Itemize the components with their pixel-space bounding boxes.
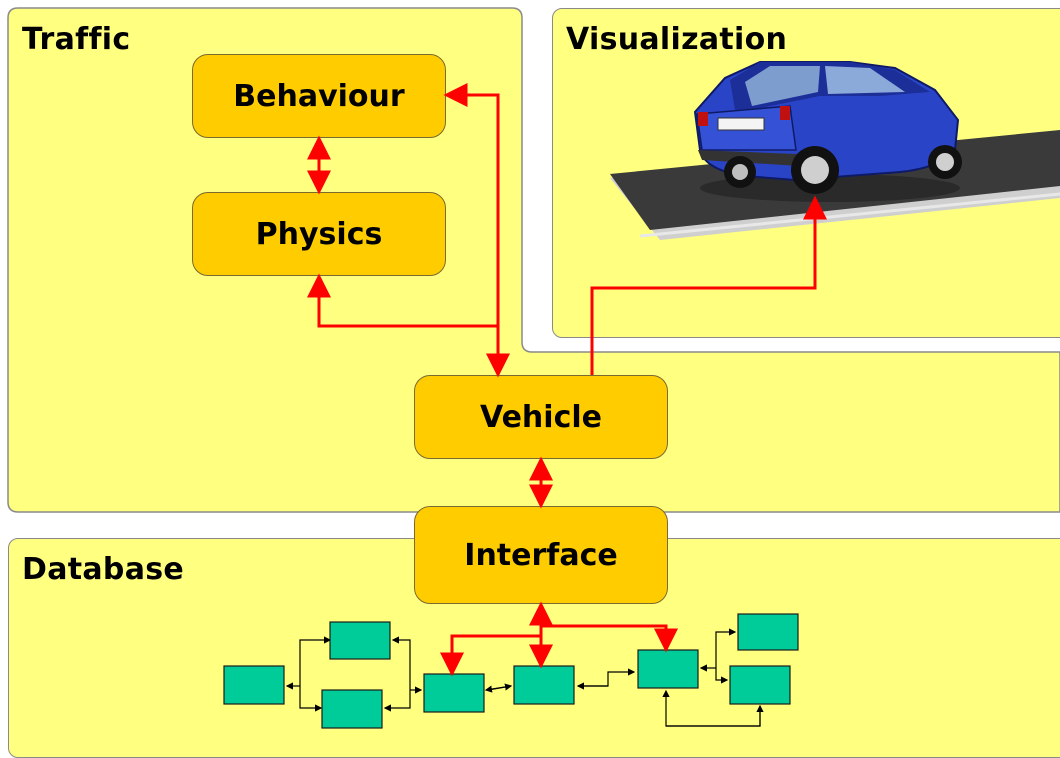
db-link bbox=[715, 668, 729, 684]
db-link bbox=[666, 704, 764, 727]
behaviour-node: Behaviour bbox=[192, 54, 446, 138]
database-network bbox=[223, 613, 799, 729]
arrow-interface-db-left bbox=[440, 634, 541, 677]
red-arrows bbox=[307, 83, 827, 677]
database-title: Database bbox=[22, 552, 185, 587]
physics-node: Physics bbox=[192, 192, 446, 276]
db-block bbox=[513, 665, 575, 705]
db-link bbox=[715, 628, 737, 668]
visualization-title: Visualization bbox=[566, 22, 788, 57]
db-block bbox=[737, 613, 799, 651]
interface-node: Interface bbox=[414, 506, 668, 604]
db-link bbox=[484, 685, 512, 693]
arrow-behaviour-vehicle bbox=[443, 83, 510, 378]
blue-hatchback-car bbox=[693, 61, 962, 202]
arrow-interface-db-right bbox=[541, 624, 678, 653]
db-link bbox=[391, 636, 411, 690]
arrow-vehicle-visualization bbox=[590, 195, 827, 375]
db-link bbox=[299, 636, 332, 686]
vehicle-node: Vehicle bbox=[414, 375, 668, 459]
db-block bbox=[321, 689, 383, 729]
traffic-title: Traffic bbox=[22, 22, 131, 57]
arrow-physics-vehicle bbox=[307, 273, 498, 328]
db-link bbox=[383, 690, 411, 712]
db-link bbox=[299, 686, 323, 712]
db-block bbox=[637, 649, 699, 689]
db-block bbox=[729, 665, 791, 705]
db-block bbox=[223, 665, 285, 705]
car-image bbox=[610, 61, 1060, 240]
db-block bbox=[329, 621, 391, 660]
